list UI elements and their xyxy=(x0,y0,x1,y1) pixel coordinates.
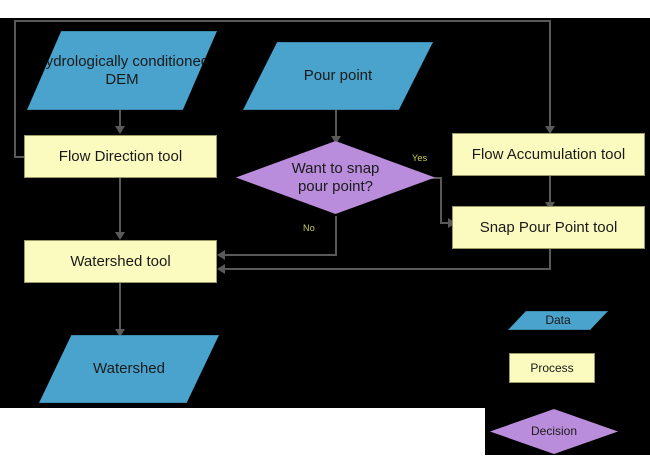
connector-flowdir-to-watershedtool xyxy=(119,178,121,236)
arrowhead-watershed xyxy=(115,329,125,337)
legend-item-process: Process xyxy=(509,353,595,383)
connector-yes-h2 xyxy=(440,222,450,224)
node-flow-accumulation-tool[interactable]: Flow Accumulation tool xyxy=(452,133,645,176)
node-pour-point[interactable]: Pour point xyxy=(243,42,433,110)
edge-label-no: No xyxy=(303,223,315,233)
node-label: Hydrologically conditioned DEM xyxy=(34,52,210,88)
edge-label-yes: Yes xyxy=(412,153,428,163)
node-watershed[interactable]: Watershed xyxy=(39,335,219,403)
connector-top-rail xyxy=(14,20,551,22)
node-snap-pour-point-tool[interactable]: Snap Pour Point tool xyxy=(452,206,645,249)
connector-yes-v xyxy=(440,177,442,223)
connector-pourpoint-to-decision xyxy=(335,110,337,138)
node-label: Flow Direction tool xyxy=(58,147,183,165)
node-label: Want to snap pour point? xyxy=(291,159,380,195)
connector-watershedtool-to-watershed xyxy=(119,283,121,333)
connector-snap-v xyxy=(549,240,551,270)
arrowhead-flowdir xyxy=(115,126,125,134)
arrowhead-no-into-watershedtool xyxy=(217,250,225,260)
node-flow-direction-tool[interactable]: Flow Direction tool xyxy=(24,135,217,178)
connector-flowaccum-to-snap xyxy=(549,176,551,206)
arrowhead-watershedtool xyxy=(115,232,125,240)
legend-label: Decision xyxy=(530,424,578,439)
connector-no-h xyxy=(225,254,337,256)
connector-dem-to-flowdir xyxy=(119,110,121,128)
connector-right-riser xyxy=(549,20,551,128)
arrowhead-snap-into-watershedtool xyxy=(217,264,225,274)
node-label: Pour point xyxy=(303,67,373,85)
connector-left-into-flowdir xyxy=(14,156,26,158)
node-label: Watershed tool xyxy=(70,252,171,270)
node-label: Watershed xyxy=(93,360,165,378)
node-label: Snap Pour Point tool xyxy=(479,218,618,236)
connector-left-riser xyxy=(14,20,16,158)
arrowhead-into-flow-accumulation xyxy=(545,126,555,134)
connector-snap-h xyxy=(225,268,551,270)
node-watershed-tool[interactable]: Watershed tool xyxy=(24,240,217,283)
legend-label: Process xyxy=(530,360,574,375)
legend-label: Data xyxy=(545,313,571,328)
connector-no-v xyxy=(335,216,337,256)
node-label: Flow Accumulation tool xyxy=(471,145,626,163)
arrowhead-decision xyxy=(331,136,341,144)
